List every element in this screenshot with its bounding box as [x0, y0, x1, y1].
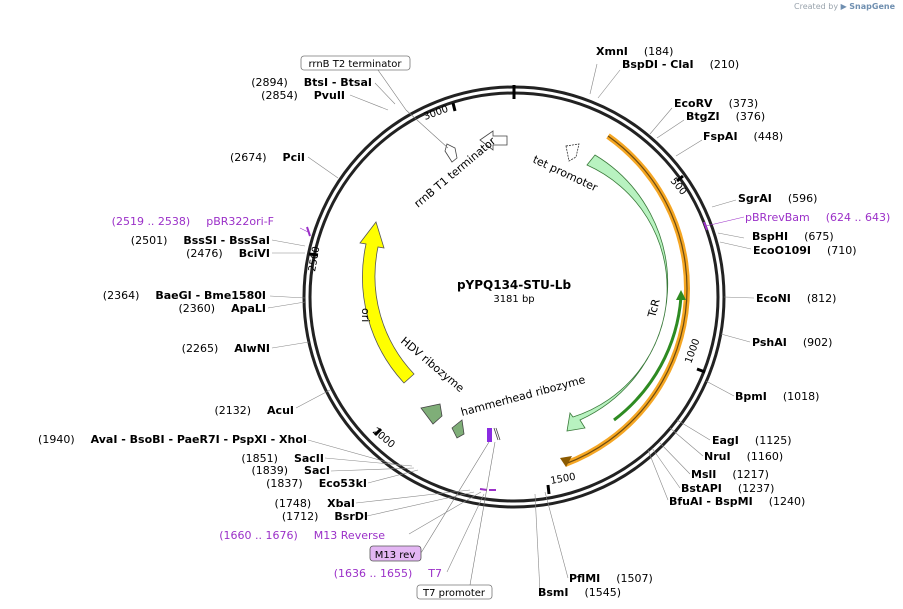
m13-t7-mark-a [479, 488, 488, 491]
site-econi[interactable]: EcoNI(812) [756, 292, 836, 305]
site-eco53ki[interactable]: (1837)Eco53kI [266, 477, 367, 490]
site-sgrai[interactable]: SgrAI(596) [738, 192, 817, 205]
hammerhead-ribozyme-label: hammerhead ribozyme [459, 373, 586, 419]
tet-promoter-label: tet promoter [531, 153, 600, 195]
site-acui[interactable]: (2132)AcuI [214, 404, 294, 417]
pbrrevbam-mark [703, 221, 708, 231]
plasmid-size: 3181 bp [493, 294, 534, 305]
orange-arrow-head [560, 456, 572, 467]
site-bspdi-clai[interactable]: BspDI - ClaI(210) [622, 58, 739, 71]
site-apali[interactable]: (2360)ApaLI [179, 302, 267, 315]
snapgene-credit: Created by ▶ SnapGene [794, 2, 895, 11]
svg-text:T7 promoter: T7 promoter [422, 588, 486, 599]
site-pflmi[interactable]: PflMI(1507) [569, 572, 653, 585]
credit-brand: SnapGene [849, 2, 895, 11]
hdv-ribozyme-feature [420, 403, 443, 425]
tet-promoter-feature [565, 143, 580, 162]
site-bfuai-bspmi[interactable]: BfuAI - BspMI(1240) [669, 495, 805, 508]
rrnb-t2-arrow [444, 143, 458, 163]
site-bstapi[interactable]: BstAPI(1237) [681, 482, 774, 495]
tcr-label: TcR [645, 297, 663, 320]
tick-1000: 1000 [683, 337, 706, 374]
rrnb-t2-box: rrnB T2 terminator [300, 55, 411, 71]
site-alwni[interactable]: (2265)AlwNI [182, 342, 270, 355]
credit-prefix: Created by [794, 2, 839, 11]
rrnb-t1-arrow [479, 130, 508, 151]
svg-text:1500: 1500 [550, 472, 577, 487]
tick-2500: 2500 [307, 246, 322, 273]
site-sacii[interactable]: (1851)SacII [241, 452, 324, 465]
plasmid-name: pYPQ134-STU-Lb [457, 278, 572, 292]
site-xbai[interactable]: (1748)XbaI [275, 497, 355, 510]
site-btsi-btsai[interactable]: (2894)BtsI - BtsaI [251, 76, 372, 89]
site-msli[interactable]: MslI(1217) [691, 468, 769, 481]
svg-text:1000: 1000 [683, 337, 702, 365]
site-bsphi[interactable]: BspHI(675) [752, 230, 834, 243]
m13-rev-feature [487, 428, 492, 442]
site-nrui[interactable]: NruI(1160) [704, 450, 783, 463]
svg-text:rrnB T2 terminator: rrnB T2 terminator [308, 59, 402, 70]
rrnb-t1-label: rrnB T1 terminator [412, 134, 499, 210]
green-arrow-head [676, 290, 686, 300]
t7-promoter-box: T7 promoter [416, 584, 493, 600]
site-fspai[interactable]: FspAI(448) [703, 130, 783, 143]
tick-1500: 1500 [546, 472, 577, 495]
site-saci[interactable]: (1839)SacI [251, 464, 330, 477]
primer-m13-reverse[interactable]: (1660 .. 1676)M13 Reverse [219, 529, 385, 542]
site-xmni[interactable]: XmnI(184) [596, 45, 673, 58]
primer-t7[interactable]: (1636 .. 1655)T7 [334, 567, 442, 580]
site-avai-group[interactable]: (1940)AvaI - BsoBI - PaeR7I - PspXI - Xh… [38, 433, 307, 446]
site-eagi[interactable]: EagI(1125) [712, 434, 791, 447]
tick-500: 500 [668, 174, 689, 198]
hammerhead-ribozyme-feature [451, 419, 465, 439]
site-btgzi[interactable]: BtgZI(376) [686, 110, 765, 123]
site-pshai[interactable]: PshAI(902) [752, 336, 832, 349]
ori-feature [359, 221, 415, 384]
pbr322ori-f-mark [306, 226, 311, 237]
site-bcivi[interactable]: (2476)BciVI [186, 247, 270, 260]
site-ecoo109i[interactable]: EcoO109I(710) [753, 244, 857, 257]
snapgene-logo-icon: ▶ [840, 2, 847, 11]
site-bpmi[interactable]: BpmI(1018) [735, 390, 819, 403]
site-baegi-bme1580i[interactable]: (2364)BaeGI - Bme1580I [103, 289, 266, 302]
site-ecorv[interactable]: EcoRV(373) [674, 97, 758, 110]
site-bsssi-bsssai[interactable]: (2501)BssSI - BssSaI [131, 234, 270, 247]
green-feature-arc [613, 296, 683, 422]
site-leaders [267, 63, 755, 593]
site-pcii[interactable]: (2674)PciI [230, 151, 305, 164]
t7-promoter-feature [493, 427, 501, 441]
ori-label: ori [359, 308, 372, 322]
primer-pbrrevbam[interactable]: pBRrevBam(624 .. 643) [745, 211, 890, 224]
m13-rev-box: M13 rev [369, 545, 422, 562]
site-bsmi[interactable]: BsmI(1545) [538, 586, 621, 599]
svg-text:2500: 2500 [307, 246, 322, 273]
svg-text:500: 500 [668, 176, 689, 198]
primer-pbr322ori-f[interactable]: (2519 .. 2538)pBR322ori-F [112, 215, 274, 228]
site-bsrdi[interactable]: (1712)BsrDI [282, 510, 368, 523]
hdv-ribozyme-label: HDV ribozyme [398, 334, 467, 395]
svg-text:M13 rev: M13 rev [375, 550, 416, 561]
site-pvuii[interactable]: (2854)PvuII [261, 89, 345, 102]
tcr-feature [566, 154, 669, 432]
